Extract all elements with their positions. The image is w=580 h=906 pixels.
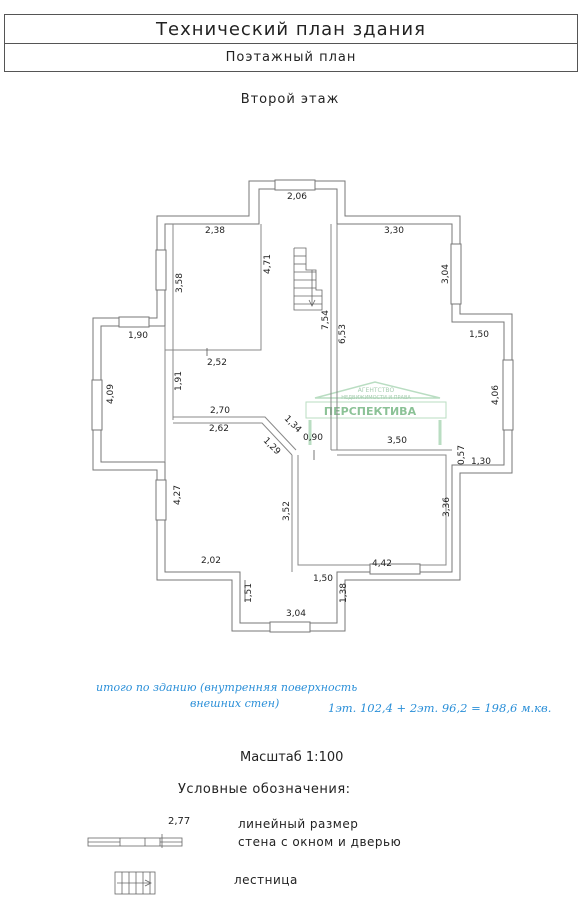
dim-label: 1,30 <box>471 457 491 467</box>
dim-label: 3,04 <box>286 609 306 619</box>
dim-label: 1,34 <box>282 414 303 435</box>
stair-legend-icon <box>114 871 156 895</box>
dim-label: 2,06 <box>287 192 307 202</box>
dim-label: 1,90 <box>128 331 148 341</box>
dim-label: 3,52 <box>282 501 292 521</box>
dim-label: 1,38 <box>339 583 349 603</box>
dim-label: 1,91 <box>174 371 184 391</box>
staircase <box>293 247 323 311</box>
watermark-logo: АГЕНТСТВО НЕДВИЖИМОСТИ И ПРАВА ПЕРСПЕКТИ… <box>305 381 447 445</box>
legend-title: Условные обозначения: <box>178 782 351 797</box>
legend-item-linear-dimension: линейный размер <box>238 817 359 831</box>
dim-label: 2,62 <box>209 424 229 434</box>
note-line-1: итого по зданию (внутренняя поверхность <box>96 681 358 694</box>
dim-label: 3,30 <box>384 226 404 236</box>
legend-symbols <box>87 834 183 895</box>
dim-label: 3,50 <box>387 436 407 446</box>
dim-label: 3,36 <box>442 497 452 517</box>
dim-label: 1,50 <box>313 574 333 584</box>
dim-label: 3,58 <box>175 273 185 293</box>
floor-title: Второй этаж <box>240 92 340 107</box>
note-line-2: внешних стен) <box>190 697 280 710</box>
dim-label: 1,50 <box>469 330 489 340</box>
watermark-agency: АГЕНТСТВО <box>358 387 395 394</box>
dim-label: 1,29 <box>261 436 282 457</box>
dim-label: 7,54 <box>321 310 331 330</box>
windows <box>91 179 514 633</box>
dimension-labels: 2,06 2,38 3,30 3,58 4,71 3,04 7,54 6,53 … <box>106 192 501 619</box>
legend-sample-value: 2,77 <box>168 816 191 827</box>
dim-label: 2,52 <box>207 358 227 368</box>
dim-label: 3,04 <box>441 264 451 284</box>
dim-label: 4,27 <box>173 485 183 505</box>
outer-wall <box>92 180 513 632</box>
dim-label: 0,57 <box>457 445 467 465</box>
dim-label: 2,70 <box>210 406 230 416</box>
document-subtitle: Поэтажный план <box>225 50 357 65</box>
wall-window-door-symbol <box>87 837 183 847</box>
legend-item-staircase: лестница <box>234 873 298 887</box>
dim-label: 2,38 <box>205 226 225 236</box>
legend-item-wall-window-door: стена с окном и дверью <box>238 835 402 849</box>
watermark-agency-sub: НЕДВИЖИМОСТИ И ПРАВА <box>341 395 411 401</box>
dim-label: 1,51 <box>244 583 254 603</box>
watermark-brand: ПЕРСПЕКТИВА <box>324 405 417 418</box>
area-totals: 1эт. 102,4 + 2эт. 96,2 = 198,6 м.кв. <box>328 701 552 715</box>
dimension-lines <box>206 348 315 600</box>
dim-label: 4,09 <box>106 384 116 404</box>
document-title: Технический план здания <box>5 15 577 44</box>
dim-label: 2,02 <box>201 556 221 566</box>
dim-label: 4,71 <box>263 254 273 274</box>
dim-label: 0,90 <box>303 433 323 443</box>
dim-label: 6,53 <box>338 324 348 344</box>
interior-walls <box>164 224 452 572</box>
scale-label: Масштаб 1:100 <box>240 750 344 765</box>
dim-label: 4,42 <box>372 559 392 569</box>
dim-label: 4,06 <box>491 385 501 405</box>
title-block: Технический план здания Поэтажный план <box>4 14 578 72</box>
